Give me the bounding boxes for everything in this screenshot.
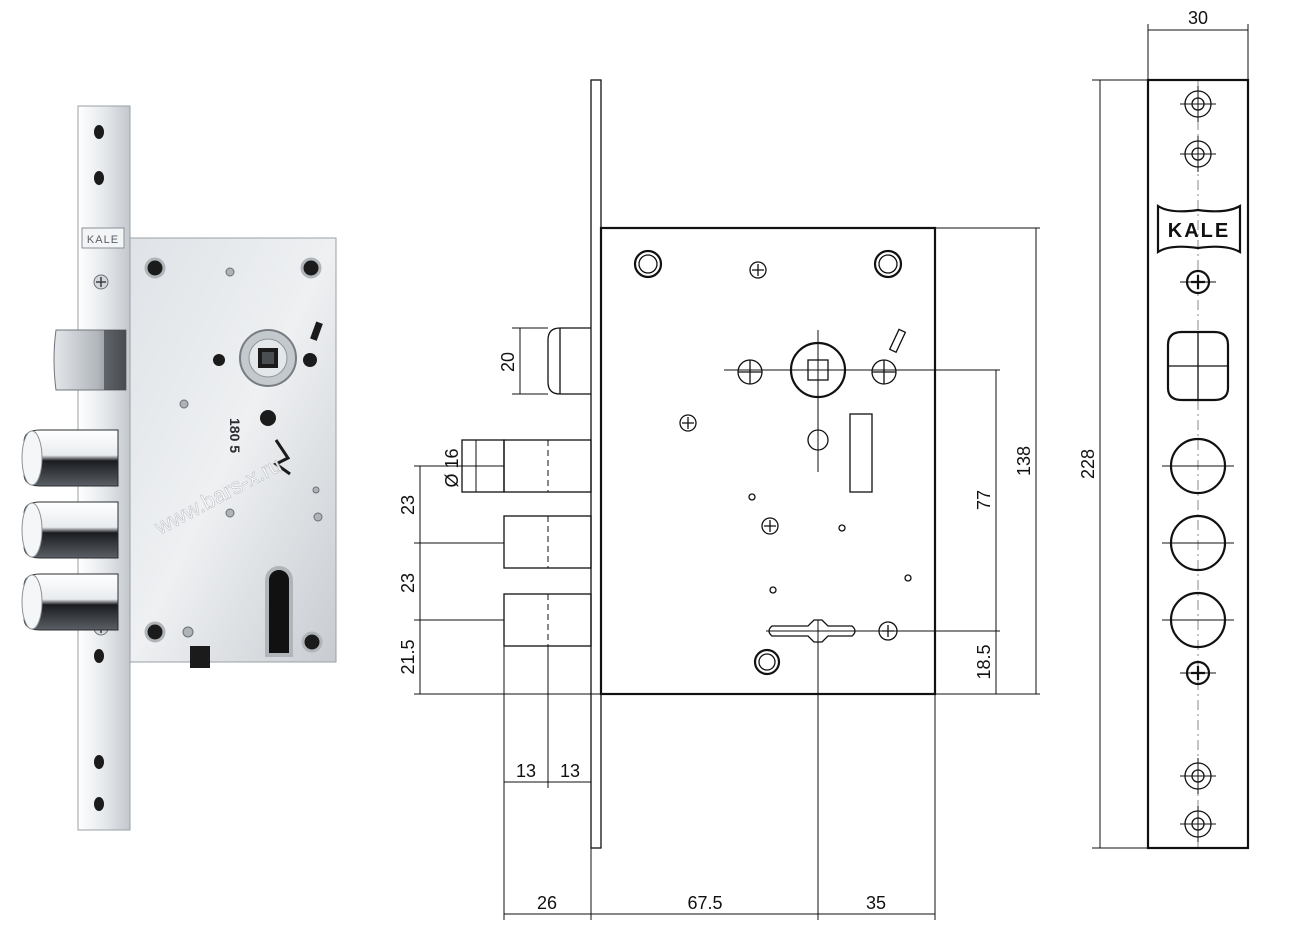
- dim-faceplate-width: 30: [1188, 8, 1208, 28]
- deadbolt-middle: [21, 501, 119, 559]
- dim-latch-height: 20: [498, 352, 518, 372]
- body-stamp: 180 5: [227, 418, 243, 453]
- faceplate-latch-opening: [1166, 330, 1230, 402]
- side-latch: [547, 327, 591, 395]
- side-faceplate: [590, 79, 602, 849]
- deadbolt-top: [21, 429, 119, 487]
- faceplate-holes: [94, 125, 104, 811]
- body-holes: [144, 257, 323, 653]
- dim-cylinder-to-edge: 35: [866, 893, 886, 913]
- dim-bolt-width-right: 13: [560, 761, 580, 781]
- dim-bolt-pitch-bottom: 23: [398, 573, 418, 593]
- dim-cylinder-to-bottom: 18.5: [974, 644, 994, 679]
- faceplate-dimension-labels: 30 228: [1078, 8, 1208, 479]
- side-lock-body: [599, 226, 937, 696]
- deadbolts: [21, 429, 119, 631]
- dim-body-height: 138: [1014, 446, 1034, 476]
- side-body-features: [633, 249, 1000, 676]
- faceplate-badge-label: KALE: [1168, 220, 1230, 242]
- lock-render: KALE: [21, 105, 337, 831]
- faceplate-brand-box: [81, 227, 125, 249]
- dim-backset-front: 26: [537, 893, 557, 913]
- dim-backset-body: 67.5: [687, 893, 722, 913]
- dim-bolt-bottom-offset: 21.5: [398, 639, 418, 674]
- deadbolt-bottom: [21, 573, 119, 631]
- lock-body-plate: [129, 237, 337, 663]
- faceplate-drawing: KALE: [1092, 24, 1250, 850]
- side-dimension-labels: 20 Ø 16 23 23 21.5 13 13 26 67.5 35 77 1…: [398, 352, 1034, 913]
- dim-faceplate-height: 228: [1078, 449, 1098, 479]
- faceplate-badge: [1156, 203, 1242, 255]
- dim-spindle-to-cylinder: 77: [974, 490, 994, 510]
- dim-bolt-width-left: 13: [516, 761, 536, 781]
- dim-bolt-diameter: Ø 16: [442, 448, 462, 487]
- spindle-follower: [239, 329, 297, 387]
- faceplate-brand-label: KALE: [87, 234, 119, 246]
- faceplate-screw-holes: [1180, 86, 1216, 842]
- dim-bolt-pitch-top: 23: [398, 495, 418, 515]
- faceplate-bolt-openings: [1162, 437, 1234, 649]
- side-drawing: [414, 79, 1040, 920]
- cylinder-cutout: [265, 566, 293, 657]
